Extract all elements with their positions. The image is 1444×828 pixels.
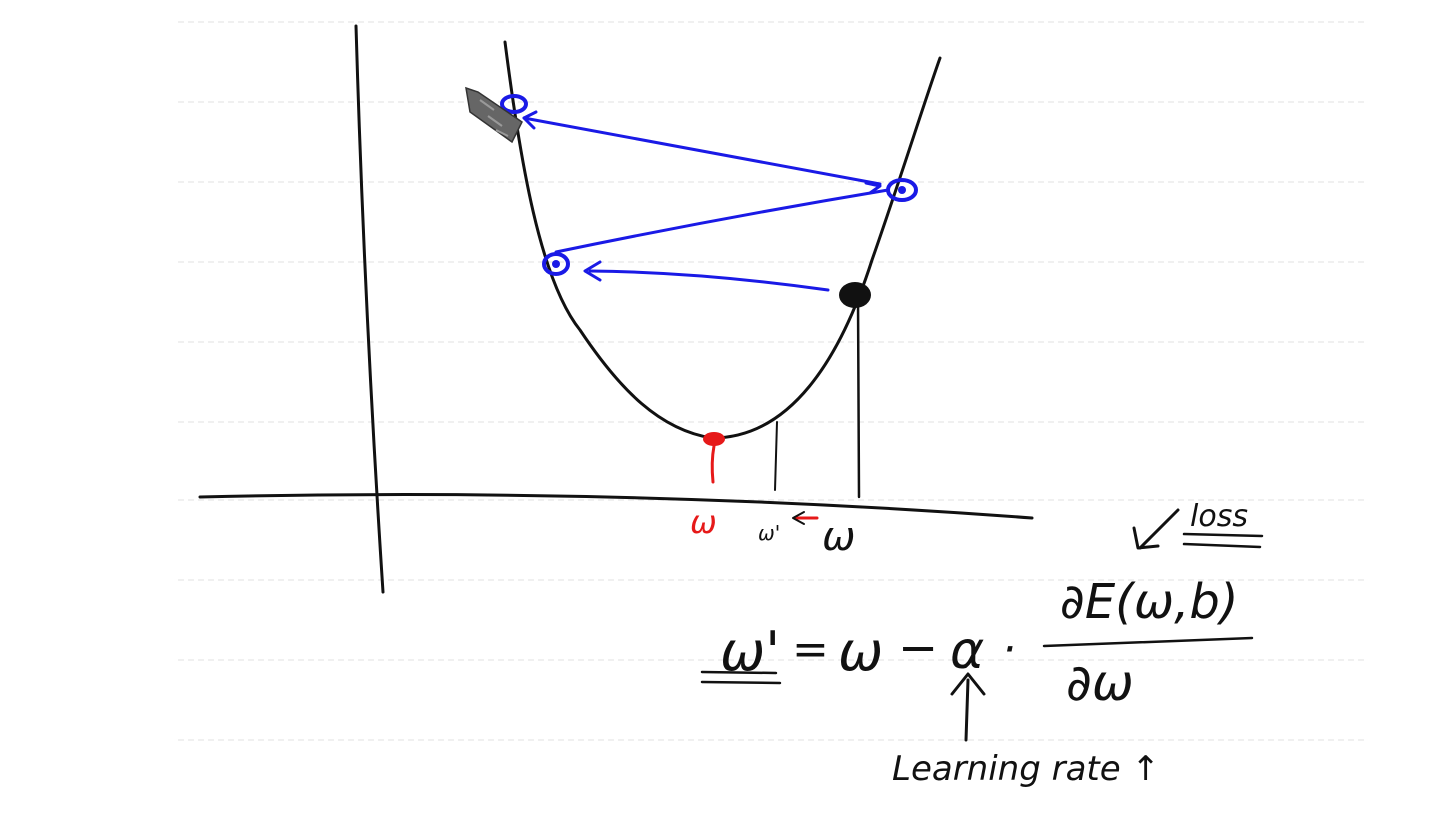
step-arrow-3-head (522, 110, 538, 130)
step-arrow-2-head (864, 181, 882, 195)
step-arrow-2 (554, 188, 890, 254)
minimum-point (703, 432, 725, 446)
w-current-label: ω (822, 514, 856, 560)
step-point-2-dot (898, 186, 906, 194)
formula-denominator: ∂ω (1066, 654, 1134, 712)
fraction-bar (1042, 636, 1254, 648)
formula-equals: = (792, 624, 829, 675)
loss-label: loss (1190, 499, 1248, 534)
loss-underline (1182, 532, 1264, 549)
loss-pointer-arrow (1138, 508, 1180, 550)
step-arrow-3 (522, 116, 882, 186)
loss-pointer-arrow-head (1132, 526, 1160, 550)
step-point-2 (886, 178, 918, 202)
alpha-pointer-arrow-head (950, 672, 986, 696)
step-arrow-1-head (583, 260, 602, 282)
w-shift-arrow-head (792, 511, 805, 525)
step-point-3 (500, 94, 528, 114)
formula-dot: · (1002, 624, 1016, 675)
step-point-1 (542, 252, 570, 276)
alpha-pointer-arrow (964, 678, 970, 742)
x-axis (198, 493, 1034, 520)
w-new-label: ω' (758, 521, 780, 545)
formula-lhs-underline (700, 670, 782, 685)
ruled-lines (178, 21, 1366, 741)
pencil-cursor-icon (465, 86, 523, 144)
formula-alpha: α (950, 621, 984, 681)
current-w-drop-line (856, 296, 861, 499)
new-w-drop-line (774, 421, 778, 491)
w-min-label: ω (690, 503, 717, 541)
formula-minus: − (898, 620, 938, 676)
y-axis (354, 24, 385, 594)
start-point (839, 282, 871, 308)
learning-rate-label: Learning rate ↑ (892, 749, 1160, 789)
minimum-drop-line (710, 444, 716, 484)
step-point-1-dot (552, 260, 560, 268)
formula-numerator: ∂E(ω,b) (1060, 574, 1239, 630)
formula-w: ω (838, 620, 883, 683)
step-arrow-1 (588, 269, 830, 292)
